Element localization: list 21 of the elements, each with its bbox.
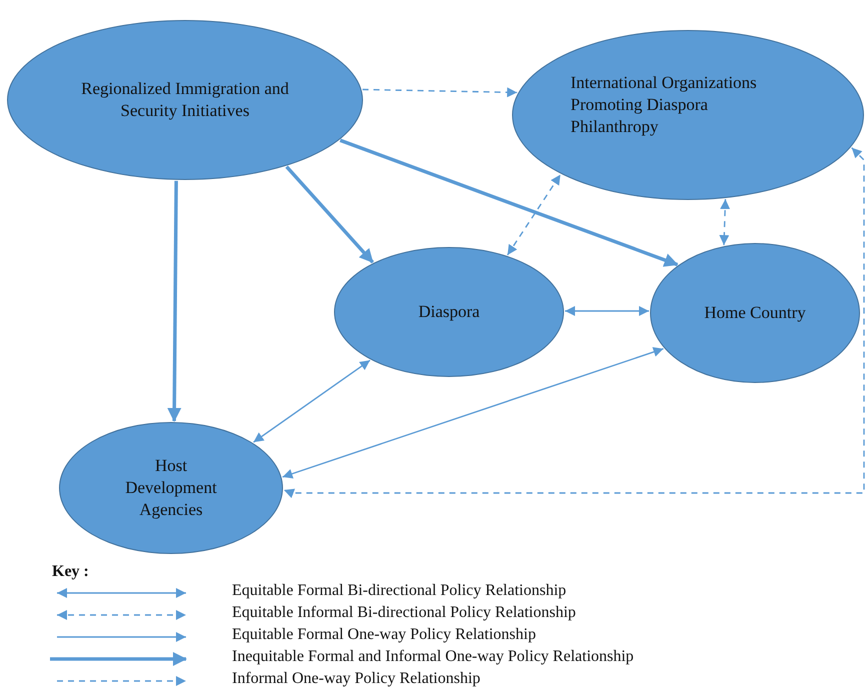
arrow xyxy=(253,360,370,443)
dashed-arrow xyxy=(506,174,561,256)
arrow xyxy=(565,306,649,316)
legend-text: Equitable Formal One-way Policy Relationship xyxy=(232,626,536,644)
legend-text: Equitable Informal Bi-directional Policy Relationship xyxy=(232,604,576,622)
node-label: Diaspora xyxy=(418,301,480,323)
legend-text: Inequitable Formal and Informal One-way Policy Relationship xyxy=(232,648,634,666)
dashed-arrow xyxy=(719,199,730,246)
legend-heading: Key : xyxy=(52,563,89,581)
dashed-arrow xyxy=(362,87,518,98)
arrow xyxy=(340,138,678,267)
node-label: Home Country xyxy=(704,302,806,324)
arrow xyxy=(285,166,374,264)
arrow xyxy=(167,180,182,422)
dashed-arrow xyxy=(284,147,865,498)
node-label: Host Development Agencies xyxy=(124,455,218,521)
legend-text: Informal One-way Policy Relationship xyxy=(232,670,480,688)
arrow xyxy=(282,347,664,479)
legend-text: Equitable Formal Bi-directional Policy Relationship xyxy=(232,582,566,600)
node-label: International Organizations Promoting Diaspora Philanthropy xyxy=(570,72,758,138)
node-label: Regionalized Immigration and Security Initiatives xyxy=(80,78,290,122)
